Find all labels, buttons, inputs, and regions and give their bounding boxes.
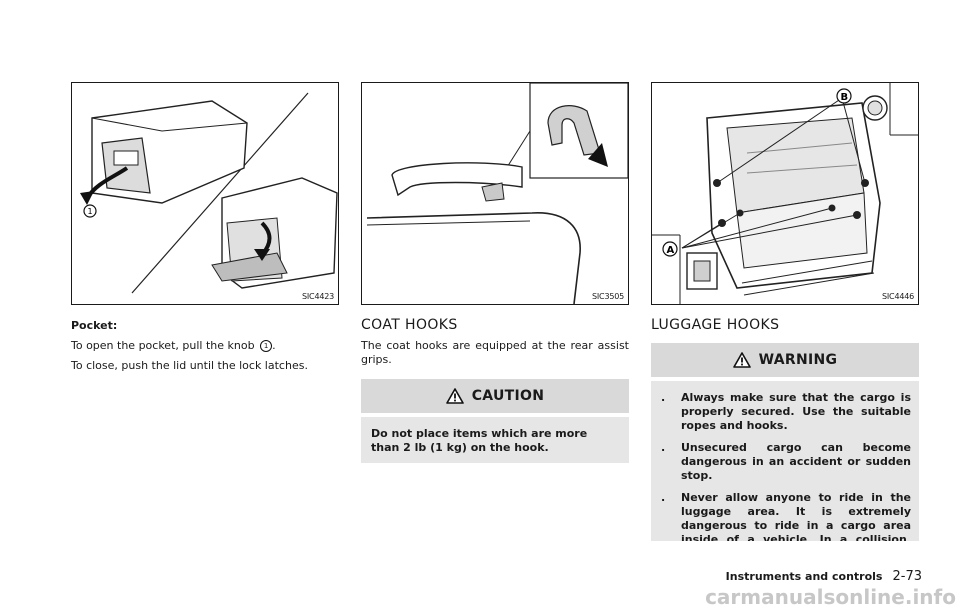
warning-bullet: . Unsecured cargo can become dangerous i…	[659, 441, 911, 483]
figure-luggage-hooks: B A SIC4446	[651, 82, 919, 305]
warning-body: . Always make sure that the cargo is pro…	[651, 381, 919, 541]
label-b: B	[841, 92, 849, 103]
ref-marker-number: 1	[263, 342, 269, 350]
warning-bullet: . Never allow anyone to ride in the lugg…	[659, 491, 911, 541]
warning-header: WARNING	[651, 343, 919, 377]
warning-title: WARNING	[758, 352, 838, 368]
paragraph-open-text: To open the pocket, pull the knob	[71, 339, 255, 352]
caution-title: CAUTION	[471, 388, 545, 404]
luggage-hooks-illustration: B A	[652, 83, 918, 304]
paragraph-open-pocket: To open the pocket, pull the knob 1.	[71, 339, 339, 353]
page-number: 2-73	[892, 569, 922, 584]
heading-luggage-hooks: LUGGAGE HOOKS	[651, 317, 780, 333]
bullet-text: Always make sure that the cargo is prope…	[681, 391, 911, 432]
warning-triangle-icon	[445, 388, 464, 404]
bullet-mark: .	[661, 491, 666, 504]
ref-marker: 1	[260, 340, 273, 352]
subheading-pocket: Pocket:	[71, 319, 118, 332]
bullet-text: Never allow anyone to ride in the luggag…	[681, 491, 911, 541]
figure-coat-hook: SIC3505	[361, 82, 629, 305]
caution-header: CAUTION	[361, 379, 629, 413]
warning-bullet: . Always make sure that the cargo is pro…	[659, 391, 911, 433]
coat-hook-illustration	[366, 83, 628, 304]
figure-code: SIC3505	[592, 292, 624, 301]
pocket-illustration: 1	[80, 92, 338, 294]
bullet-text: Unsecured cargo can become dangerous in …	[681, 441, 911, 482]
bullet-mark: .	[661, 391, 666, 404]
page-footer: Instruments and controls 2-73	[726, 569, 922, 584]
footer-section: Instruments and controls	[725, 570, 883, 583]
caution-body: Do not place items which are more than 2…	[361, 417, 629, 463]
watermark: carmanualsonline.info	[705, 585, 956, 609]
bullet-mark: .	[661, 441, 666, 454]
figure-pocket-callout: 1	[88, 207, 93, 216]
figure-code: SIC4423	[302, 292, 334, 301]
paragraph-coat-hooks: The coat hooks are equipped at the rear …	[361, 339, 629, 366]
figure-pocket: 1 SIC4423	[71, 82, 339, 305]
column-luggage-hooks: B A SIC4446 LUGGAGE HOOKS WARNING . Alwa…	[651, 82, 919, 541]
heading-coat-hooks: COAT HOOKS	[361, 317, 458, 333]
label-a: A	[667, 245, 675, 256]
column-coat-hooks: SIC3505 COAT HOOKS The coat hooks are eq…	[361, 82, 629, 463]
ref-marker-end: .	[272, 339, 276, 352]
warning-triangle-icon	[732, 352, 751, 368]
figure-code: SIC4446	[882, 292, 914, 301]
column-pocket: 1 SIC4423 Pocket: To open the pocket, pu…	[71, 82, 339, 379]
paragraph-close-pocket: To close, push the lid until the lock la…	[71, 359, 308, 372]
